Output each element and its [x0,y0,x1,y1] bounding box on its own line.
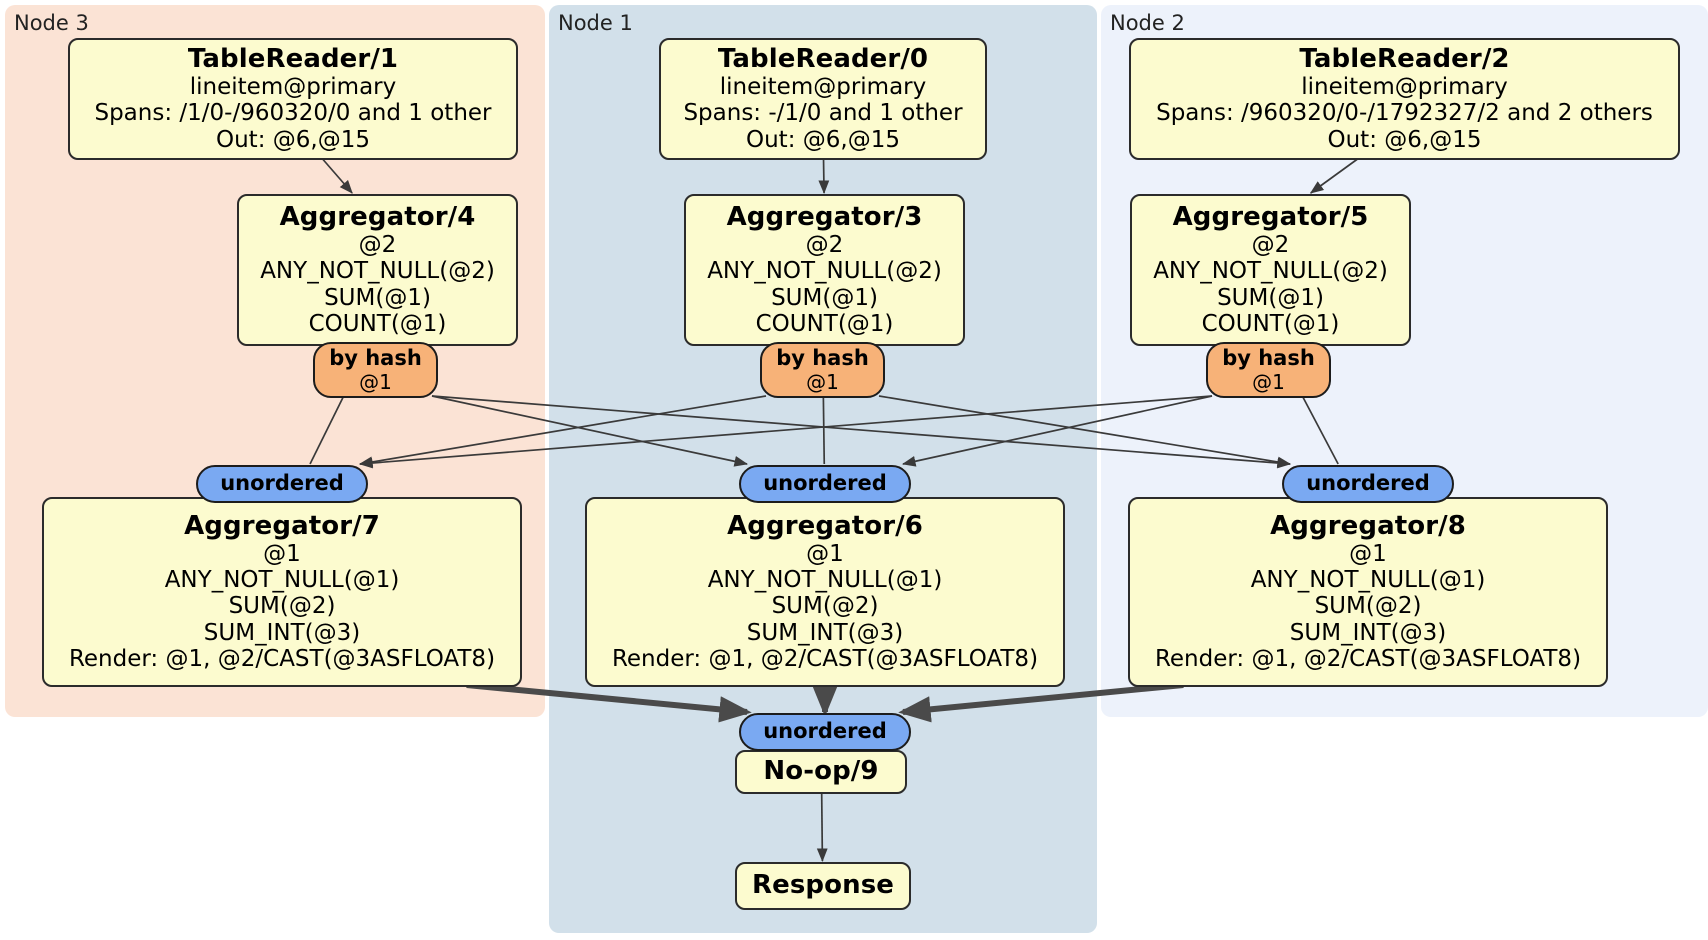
plan-node-detail-line: Out: @6,@15 [1327,126,1482,153]
plan-node-detail-line: ANY_NOT_NULL(@1) [1250,567,1486,594]
router-badge-by-hash-4[interactable]: by hash@1 [313,342,438,398]
plan-node-detail-line: SUM_INT(@3) [1289,619,1447,646]
plan-node-title: Aggregator/5 [1172,202,1369,232]
plan-node-detail-line: lineitem@primary [719,74,927,101]
plan-node-detail-line: Out: @6,@15 [746,126,900,153]
plan-node-detail-line: ANY_NOT_NULL(@1) [164,567,400,594]
plan-node-detail-line: SUM(@1) [771,284,878,311]
router-badge-subtitle: @1 [806,369,839,394]
router-badge-by-hash-3[interactable]: by hash@1 [760,342,885,398]
plan-node-title: TableReader/2 [1299,44,1510,75]
plan-node-title: No-op/9 [763,756,879,787]
plan-node-detail-line: lineitem@primary [189,74,397,101]
plan-node-detail-line: ANY_NOT_NULL(@2) [707,258,942,285]
plan-node-response[interactable]: Response [735,862,911,910]
router-badge-title: by hash [776,346,869,371]
router-badge-by-hash-5[interactable]: by hash@1 [1206,342,1331,398]
plan-node-detail-line: ANY_NOT_NULL(@1) [707,567,943,594]
edge-hash4-to-unord7 [309,395,345,465]
plan-node-detail-line: @2 [805,232,844,259]
plan-node-detail-line: Render: @1, @2/CAST(@3ASFLOAT8) [68,645,496,672]
plan-node-detail-line: SUM(@2) [228,593,336,620]
plan-node-detail-line: @1 [806,541,844,567]
router-badge-unordered-7[interactable]: unordered [196,465,368,503]
plan-node-title: Aggregator/3 [726,202,923,232]
router-badge-title: unordered [763,719,887,744]
plan-node-detail-line: Spans: /1/0-/960320/0 and 1 other [94,100,492,127]
node-panel-label-node1: Node 1 [558,11,633,35]
plan-node-detail-line: ANY_NOT_NULL(@2) [260,258,495,285]
edge-hash4-to-unord6 [431,395,748,467]
plan-node-detail-line: SUM_INT(@3) [746,619,904,646]
plan-node-title: TableReader/1 [187,44,399,75]
plan-node-detail-line: SUM_INT(@3) [203,619,361,646]
edge-hash5-to-unord6 [902,395,1213,467]
edge-agg8-to-final [898,682,1184,723]
edge-hash3-to-unord7 [358,395,767,468]
edge-hash5-to-unord8 [1301,395,1339,465]
router-badge-unordered-8[interactable]: unordered [1282,465,1454,503]
plan-node-title: Aggregator/8 [1270,510,1466,541]
plan-node-detail-line: SUM(@2) [771,593,879,620]
plan-node-no-op-9[interactable]: No-op/9 [735,750,907,794]
node-panel-label-node3: Node 3 [14,11,89,35]
plan-node-title: TableReader/0 [717,44,929,75]
plan-node-title: Response [751,870,895,901]
router-badge-title: unordered [1306,471,1430,496]
plan-node-detail-line: @2 [358,232,397,259]
edge-noop-to-response [816,791,828,863]
plan-node-detail-line: Out: @6,@15 [216,126,370,153]
router-badge-unordered-6[interactable]: unordered [739,465,911,503]
plan-node-detail-line: COUNT(@1) [308,310,447,337]
edge-hash4-to-unord8 [431,395,1292,469]
edge-agg7-to-final [466,682,752,723]
plan-node-detail-line: SUM(@2) [1314,593,1422,620]
plan-node-detail-line: Spans: -/1/0 and 1 other [683,100,963,127]
edge-tr2-to-agg5 [1309,157,1360,194]
router-badge-unordered-final[interactable]: unordered [739,713,911,751]
plan-node-detail-line: @1 [263,541,301,567]
plan-node-title: Aggregator/7 [184,510,380,541]
plan-node-detail-line: SUM(@1) [324,284,431,311]
plan-node-detail-line: ANY_NOT_NULL(@2) [1153,258,1388,285]
router-badge-title: unordered [220,471,344,496]
plan-node-title: Aggregator/6 [727,510,923,541]
router-badge-subtitle: @1 [359,369,392,394]
plan-node-detail-line: @1 [1349,541,1387,567]
router-badge-title: by hash [329,346,422,371]
plan-node-detail-line: Render: @1, @2/CAST(@3ASFLOAT8) [611,645,1039,672]
plan-node-detail-line: lineitem@primary [1301,74,1508,101]
plan-node-detail-line: SUM(@1) [1217,284,1324,311]
edge-tr1-to-agg4 [321,157,353,194]
plan-node-detail-line: COUNT(@1) [1201,310,1340,337]
plan-node-detail-line: @2 [1251,232,1290,259]
plan-node-detail-line: Spans: /960320/0-/1792327/2 and 2 others [1156,100,1653,127]
edge-hash5-to-unord7 [358,395,1213,469]
edge-hash3-to-unord8 [878,395,1292,468]
plan-node-detail-line: Render: @1, @2/CAST(@3ASFLOAT8) [1154,645,1582,672]
router-badge-title: unordered [763,471,887,496]
router-badge-title: by hash [1222,346,1315,371]
plan-node-title: Aggregator/4 [279,202,476,232]
edge-tr0-to-agg3 [818,157,830,195]
plan-node-detail-line: COUNT(@1) [755,310,894,337]
router-badge-subtitle: @1 [1252,369,1285,394]
edge-hash3-to-unord6 [822,395,826,465]
node-panel-label-node2: Node 2 [1110,11,1185,35]
